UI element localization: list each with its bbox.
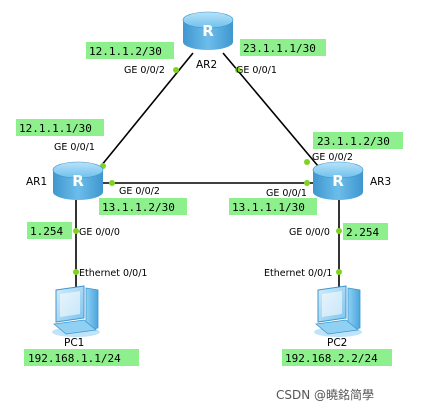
ip-label-bg [86, 42, 174, 59]
port-label-ar3-ge002: GE 0/0/2 [312, 152, 353, 163]
port-label-pc1-eth001: Ethernet 0/0/1 [79, 268, 147, 279]
ip-label-bg [282, 349, 392, 366]
ip-label-ar3-ge000: 2.254 [346, 226, 379, 239]
router-icon: R [312, 161, 364, 200]
port-label-ar2-ge002: GE 0/0/2 [124, 65, 165, 76]
port-dot-pc2-eth001 [336, 269, 342, 275]
port-label-pc2-eth001: Ethernet 0/0/1 [264, 268, 332, 279]
router-glyph: R [202, 22, 214, 40]
device-name-ar3: AR3 [370, 176, 391, 188]
router-ar2[interactable]: R [182, 11, 234, 50]
ip-label-pc2: 192.168.2.2/24 [285, 352, 378, 365]
router-glyph: R [332, 172, 344, 190]
links [75, 52, 340, 292]
ip-label-bg [313, 132, 403, 149]
ip-label-bg [16, 119, 104, 136]
port-dots [73, 67, 342, 275]
ip-label-bg [24, 349, 139, 366]
port-label-ar2-ge001: GE 0/0/1 [236, 65, 277, 76]
port-dot-ar3-ge000 [336, 228, 342, 234]
ip-label-backgrounds [16, 39, 403, 366]
ip-label-bg [343, 223, 388, 240]
pc-icon [52, 285, 100, 337]
ip-label-bg [27, 222, 72, 239]
pc-pc2[interactable] [314, 285, 362, 337]
device-name-ar2: AR2 [196, 59, 217, 71]
router-ar3[interactable]: R [312, 161, 364, 200]
port-label-ar1-ge002: GE 0/0/2 [119, 186, 160, 197]
pc-pc1[interactable] [52, 285, 100, 337]
watermark: CSDN @曉銘简學 [276, 387, 374, 402]
router-icon: R [52, 161, 104, 200]
pc-icon [314, 285, 362, 337]
device-name-pc2: PC2 [327, 337, 347, 349]
ip-label-bg [240, 39, 326, 56]
port-dot-ar1-ge002 [109, 180, 115, 186]
port-dot-ar2-ge002 [173, 67, 179, 73]
ip-label-ar3-ge001: 13.1.1.1/30 [232, 201, 305, 214]
port-dot-ar3-ge002 [304, 159, 310, 165]
ip-label-ar2-ge002: 12.1.1.2/30 [89, 45, 162, 58]
device-name-ar1: AR1 [26, 176, 47, 188]
port-dot-ar2-ge001 [235, 67, 241, 73]
port-dot-pc1-eth001 [73, 269, 79, 275]
ip-label-ar1-ge002: 13.1.1.2/30 [102, 201, 175, 214]
port-label-ar1-ge000: GE 0/0/0 [79, 227, 120, 238]
ip-label-bg [99, 198, 187, 215]
ip-label-ar2-ge001: 23.1.1.1/30 [243, 42, 316, 55]
ip-label-bg [229, 198, 317, 215]
ip-label-pc1: 192.168.1.1/24 [28, 352, 121, 365]
router-ar1[interactable]: R [52, 161, 104, 200]
router-glyph: R [72, 172, 84, 190]
port-label-ar1-ge001: GE 0/0/1 [54, 142, 95, 153]
router-icon: R [182, 11, 234, 50]
port-dot-ar1-ge000 [73, 228, 79, 234]
ip-label-ar3-ge002: 23.1.1.2/30 [317, 135, 390, 148]
port-label-ar3-ge000: GE 0/0/0 [289, 227, 330, 238]
ip-label-ar1-ge000: 1.254 [30, 225, 63, 238]
device-name-pc1: PC1 [64, 337, 84, 349]
port-dot-ar3-ge001 [304, 180, 310, 186]
port-label-ar3-ge001: GE 0/0/1 [266, 188, 307, 199]
ip-label-ar1-ge001: 12.1.1.1/30 [19, 122, 92, 135]
